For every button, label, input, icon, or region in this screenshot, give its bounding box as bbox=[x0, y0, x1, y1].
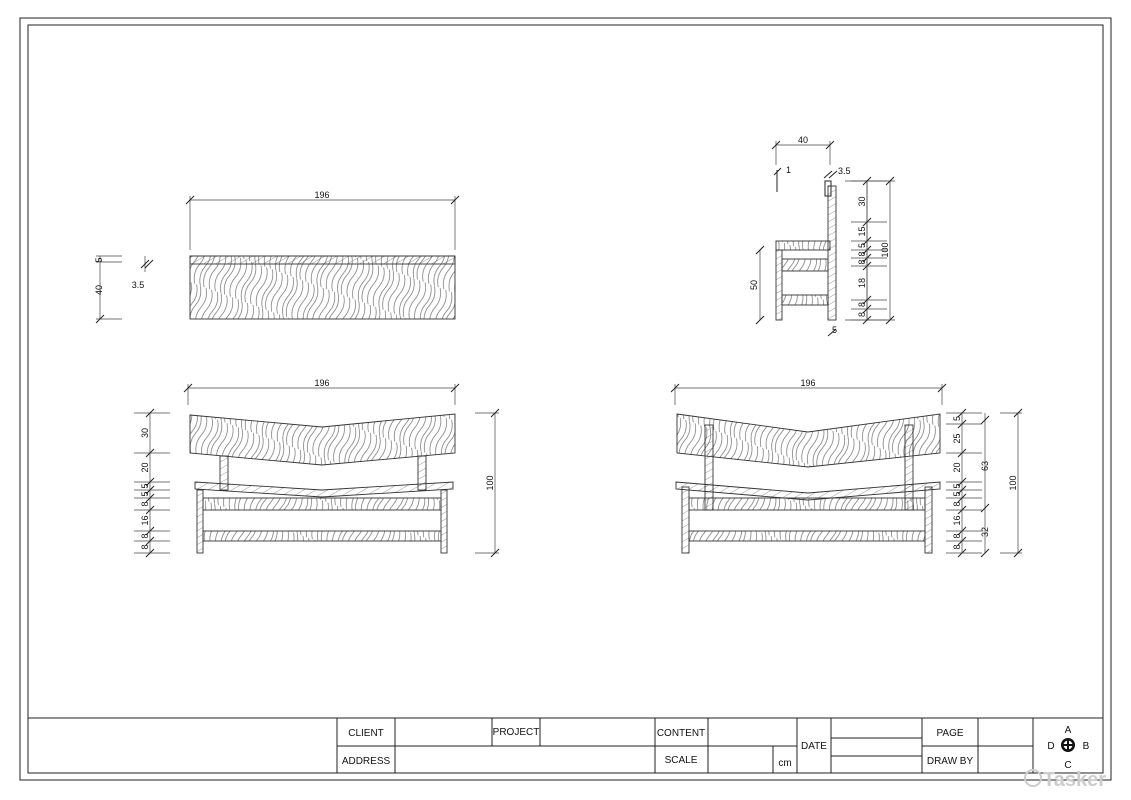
dim-top-length: 196 bbox=[314, 190, 329, 200]
dim-back-total: 100 bbox=[1008, 475, 1018, 490]
dim-stack-label: 8 bbox=[857, 259, 867, 264]
dim-stack-label: 16 bbox=[952, 515, 962, 525]
compass-icon: A B C D bbox=[1047, 725, 1089, 771]
dim-stack-label: 5 bbox=[140, 491, 150, 496]
dim-stack-label: 20 bbox=[140, 462, 150, 472]
dim-stack-label: 8 bbox=[140, 544, 150, 549]
dim-front-length: 196 bbox=[314, 378, 329, 388]
project-label: PROJECT bbox=[493, 727, 540, 738]
compass-a: A bbox=[1065, 725, 1072, 736]
dim-stack-label: 8 bbox=[857, 251, 867, 256]
dim-stack-label: 30 bbox=[857, 196, 867, 206]
dim-stack-label: 8 bbox=[857, 312, 867, 317]
dim-back-length: 196 bbox=[800, 378, 815, 388]
inner-border bbox=[27, 24, 1104, 774]
content-label: CONTENT bbox=[657, 728, 705, 739]
dim-stack-label: 8 bbox=[140, 533, 150, 538]
dim-top-thickness: 5 bbox=[94, 257, 104, 262]
dim-top-side: 3.5 bbox=[132, 280, 145, 290]
dim-stack-label: 8 bbox=[140, 501, 150, 506]
dim-side-offset: 1 bbox=[786, 165, 791, 175]
dim-stack-label: 30 bbox=[140, 428, 150, 438]
unit-label: cm bbox=[778, 758, 791, 769]
dim-side-leg: 5 bbox=[832, 325, 837, 335]
dim-stack-label: 8 bbox=[857, 302, 867, 307]
page-label: PAGE bbox=[936, 728, 963, 739]
dim-stack-label: 25 bbox=[952, 433, 962, 443]
watermark-logo-icon bbox=[1024, 769, 1042, 787]
dim-top-depth: 40 bbox=[94, 285, 104, 295]
dim-stack-label: 5 bbox=[952, 416, 962, 421]
dim-stack-label: 16 bbox=[140, 515, 150, 525]
title-block: CLIENT PROJECT CONTENT ADDRESS SCALE cm … bbox=[28, 717, 1103, 773]
dim-front-total: 100 bbox=[485, 475, 495, 490]
dim-side-back: 3.5 bbox=[838, 166, 851, 176]
dim-side-seat-height: 50 bbox=[749, 280, 759, 290]
dim-stack-label: 8 bbox=[952, 544, 962, 549]
dim-stack-label: 5 bbox=[952, 483, 962, 488]
compass-c: C bbox=[1064, 760, 1071, 771]
client-label: CLIENT bbox=[348, 728, 384, 739]
compass-d: D bbox=[1047, 741, 1054, 752]
top-view: 196 5 40 3.5 bbox=[94, 190, 460, 324]
address-label: ADDRESS bbox=[342, 756, 391, 767]
dim-back-lower: 32 bbox=[980, 527, 990, 537]
dim-stack-label: 5 bbox=[140, 483, 150, 488]
dim-stack-label: 5 bbox=[857, 243, 867, 248]
dim-back-upper: 63 bbox=[980, 461, 990, 471]
dim-side-depth: 40 bbox=[798, 135, 808, 145]
dim-stack-label: 20 bbox=[952, 462, 962, 472]
date-label: DATE bbox=[801, 741, 827, 752]
draw-by-label: DRAW BY bbox=[927, 756, 974, 767]
compass-b: B bbox=[1083, 741, 1090, 752]
outer-border bbox=[19, 17, 1112, 781]
watermark: Tasker bbox=[1043, 769, 1106, 791]
dim-stack-label: 18 bbox=[857, 278, 867, 288]
dim-stack-label: 8 bbox=[952, 533, 962, 538]
dim-stack-label: 15 bbox=[857, 226, 867, 236]
scale-label: SCALE bbox=[665, 755, 698, 766]
dim-stack-label: 8 bbox=[952, 501, 962, 506]
back-view: 196 100 63 32 5 25 20 5 5 8 16 8 8 bbox=[670, 378, 1023, 558]
dim-stack-label: 5 bbox=[952, 491, 962, 496]
front-view: 196 100 30 20 5 5 8 16 8 8 bbox=[134, 378, 500, 558]
